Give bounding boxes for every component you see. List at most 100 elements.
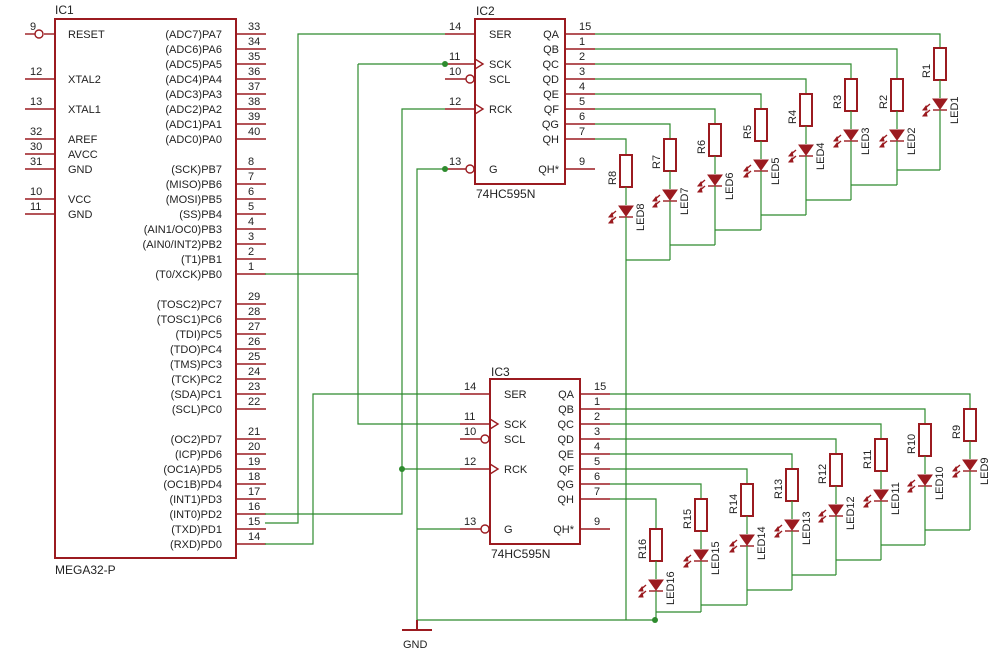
resistor-label: R9 xyxy=(951,425,963,439)
shift-pin-label: QE xyxy=(558,449,574,461)
ic1-pin-label: VCC xyxy=(68,194,91,206)
led-symbol xyxy=(693,549,709,561)
led-label: LED7 xyxy=(679,187,691,215)
output-wire xyxy=(610,498,657,529)
led-arrowhead xyxy=(652,195,658,202)
ic1-name: IC1 xyxy=(55,3,74,17)
output-wire xyxy=(610,423,882,439)
ic1-pin-label: (ICP)PD6 xyxy=(175,449,222,461)
shift-pin-number: 2 xyxy=(579,51,585,63)
led-symbol xyxy=(662,189,678,201)
led-label: LED5 xyxy=(770,157,782,185)
resistor xyxy=(663,138,677,172)
shift-pin-number: 6 xyxy=(579,111,585,123)
ic3-symbol: IC3 74HC595N 14SER11SCK10SCL12RCK13G15QA… xyxy=(460,365,610,561)
shift-pin-label: SCK xyxy=(504,419,527,431)
led-symbol xyxy=(828,504,844,516)
ic1-pin-label: (ADC2)PA2 xyxy=(165,104,222,116)
shift-pin-number: 11 xyxy=(449,51,460,63)
ic1-pin-number: 40 xyxy=(248,126,260,138)
led-arrowhead xyxy=(863,501,869,508)
led-arrowhead xyxy=(638,585,644,592)
shift-pin-label: RCK xyxy=(504,464,528,476)
ic1-pin-label: (INT1)PD3 xyxy=(169,494,222,506)
shift-pin-label: G xyxy=(489,164,498,176)
ic2-pins: 14SER11SCK10SCL12RCK13G15QA1QB2QC3QD4QE5… xyxy=(445,21,595,176)
output-wire xyxy=(595,63,852,79)
ic1-pin-number: 10 xyxy=(30,186,42,198)
ic1-pin-label: XTAL2 xyxy=(68,74,101,86)
ic1-pin-label: (T0/XCK)PB0 xyxy=(155,269,222,281)
led-label: LED13 xyxy=(801,511,813,545)
led-symbol xyxy=(932,98,948,110)
led-arrowhead xyxy=(879,141,885,148)
output-wire xyxy=(595,48,898,79)
shift-pin-label: QC xyxy=(558,419,575,431)
shift-pin-label: QG xyxy=(557,479,574,491)
led-label: LED12 xyxy=(845,496,857,530)
top-led-bank: R1LED1R2LED2R3LED3R4LED4R5LED5R6LED6R7LE… xyxy=(595,33,961,620)
led-label: LED6 xyxy=(724,172,736,200)
shift-pin-label: QB xyxy=(543,44,559,56)
led-symbol xyxy=(917,474,933,486)
shift-pin-label: QD xyxy=(543,74,560,86)
ic1-pin-number: 12 xyxy=(30,66,42,78)
shift-pin-number: 5 xyxy=(579,96,585,108)
led-arrowhead xyxy=(818,510,824,517)
output-wire xyxy=(610,483,702,499)
shift-pin-number: 11 xyxy=(464,411,475,423)
led-symbol xyxy=(798,144,814,156)
output-wire xyxy=(595,33,941,48)
ic1-pin-label: (TDO)PC4 xyxy=(170,344,222,356)
shift-pin-number: 7 xyxy=(579,126,585,138)
resistor-label: R16 xyxy=(637,539,649,559)
resistor xyxy=(874,438,888,472)
ic1-pin-label: (AIN1/OC0)PB3 xyxy=(144,224,222,236)
shift-pin-label: SER xyxy=(504,389,527,401)
led-symbol xyxy=(753,159,769,171)
led-symbol xyxy=(873,489,889,501)
ic1-pin-number: 1 xyxy=(248,261,254,273)
shift-pin-label: QA xyxy=(558,389,575,401)
shift-pin-number: 5 xyxy=(594,456,600,468)
ic1-part: MEGA32-P xyxy=(55,563,116,577)
shift-pin-number: 1 xyxy=(594,396,600,408)
ic1-pin-number: 28 xyxy=(248,306,260,318)
ic1-pin-label: (ADC5)PA5 xyxy=(165,59,222,71)
resistor-label: R14 xyxy=(728,494,740,514)
output-wire xyxy=(610,393,971,409)
gnd-label: GND xyxy=(403,639,428,651)
ic1-pin-label: (ADC1)PA1 xyxy=(165,119,222,131)
ic1-pin-number: 16 xyxy=(248,501,260,513)
shift-pin-invert xyxy=(480,524,490,534)
shift-pin-number: 15 xyxy=(579,21,591,33)
ic1-pin-label: (ADC6)PA6 xyxy=(165,44,222,56)
resistor xyxy=(829,453,843,487)
resistor-label: R7 xyxy=(651,155,663,169)
ic1-pin-number: 29 xyxy=(248,291,260,303)
led-label: LED4 xyxy=(815,142,827,170)
ic1-pin-label: (OC1A)PD5 xyxy=(163,464,222,476)
ic1-pin-number: 39 xyxy=(248,111,260,123)
ic1-pin-label: (MOSI)PB5 xyxy=(166,194,222,206)
output-wire xyxy=(595,93,762,109)
resistor-label: R1 xyxy=(921,64,933,78)
resistor xyxy=(933,47,947,81)
resistor xyxy=(649,528,663,562)
led-symbol xyxy=(843,129,859,141)
ic1-pin-label: (TDI)PC5 xyxy=(176,329,222,341)
led-label: LED9 xyxy=(979,457,991,485)
shift-pin-label: QH xyxy=(558,494,575,506)
resistor xyxy=(619,154,633,188)
ic1-pin-number: 18 xyxy=(248,471,260,483)
ic1-pin-number: 11 xyxy=(30,201,41,213)
led-arrowhead xyxy=(697,180,703,187)
resistor xyxy=(694,498,708,532)
ic1-pin-label: (TCK)PC2 xyxy=(171,374,222,386)
output-wire xyxy=(595,138,627,155)
ic1-pin-number: 3 xyxy=(248,231,254,243)
shift-pin-number: 12 xyxy=(449,96,461,108)
resistor xyxy=(844,78,858,112)
resistor-label: R3 xyxy=(832,95,844,109)
led-arrowhead xyxy=(863,495,869,502)
